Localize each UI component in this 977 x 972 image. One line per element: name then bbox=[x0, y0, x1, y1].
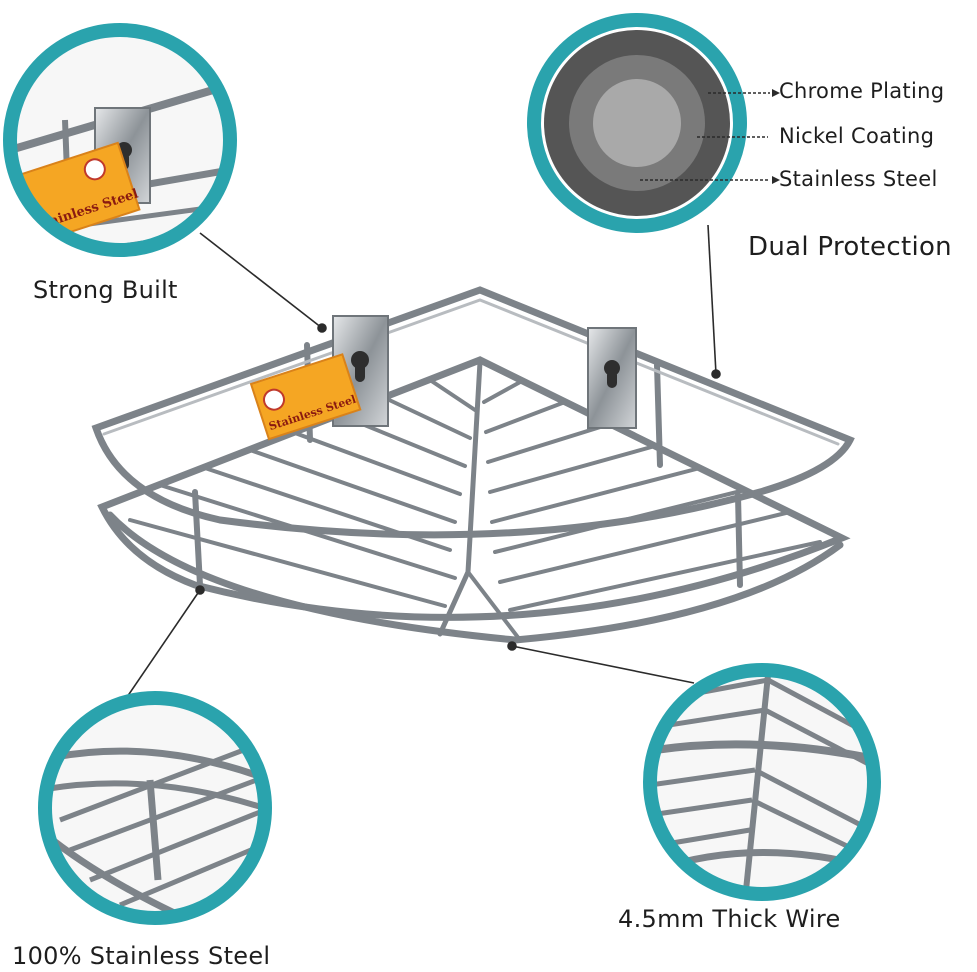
label-dual-protection: Dual Protection bbox=[748, 232, 952, 262]
front-rim-lower bbox=[106, 511, 844, 644]
ring-bottom-left bbox=[38, 691, 272, 925]
zoom-thick-wire bbox=[643, 663, 881, 901]
corner-spine bbox=[437, 359, 483, 637]
ring-bottom-right bbox=[643, 663, 881, 901]
ring-top-left bbox=[3, 23, 237, 257]
top-rim bbox=[91, 286, 855, 539]
label-thick-wire: 4.5mm Thick Wire bbox=[618, 905, 841, 933]
base-slats-right bbox=[482, 379, 822, 612]
wall-bracket-right bbox=[587, 327, 637, 429]
base-rim bbox=[97, 356, 851, 621]
zoom-layers bbox=[527, 13, 747, 233]
callout-lines bbox=[124, 224, 721, 701]
label-nickel-coating: Nickel Coating bbox=[779, 124, 935, 148]
corner-basket bbox=[91, 286, 855, 644]
label-100-stainless: 100% Stainless Steel bbox=[12, 942, 271, 970]
zoom-strong-built: Stainless Steel bbox=[3, 23, 237, 257]
ring-top-right bbox=[527, 13, 747, 233]
layer-pointers bbox=[640, 89, 780, 184]
layer-steel-disc bbox=[593, 79, 681, 167]
label-strong-built: Strong Built bbox=[33, 276, 178, 304]
label-stainless-steel-layer: Stainless Steel bbox=[779, 167, 938, 191]
zoom-stainless bbox=[38, 691, 272, 925]
label-chrome-plating: Chrome Plating bbox=[779, 79, 945, 103]
